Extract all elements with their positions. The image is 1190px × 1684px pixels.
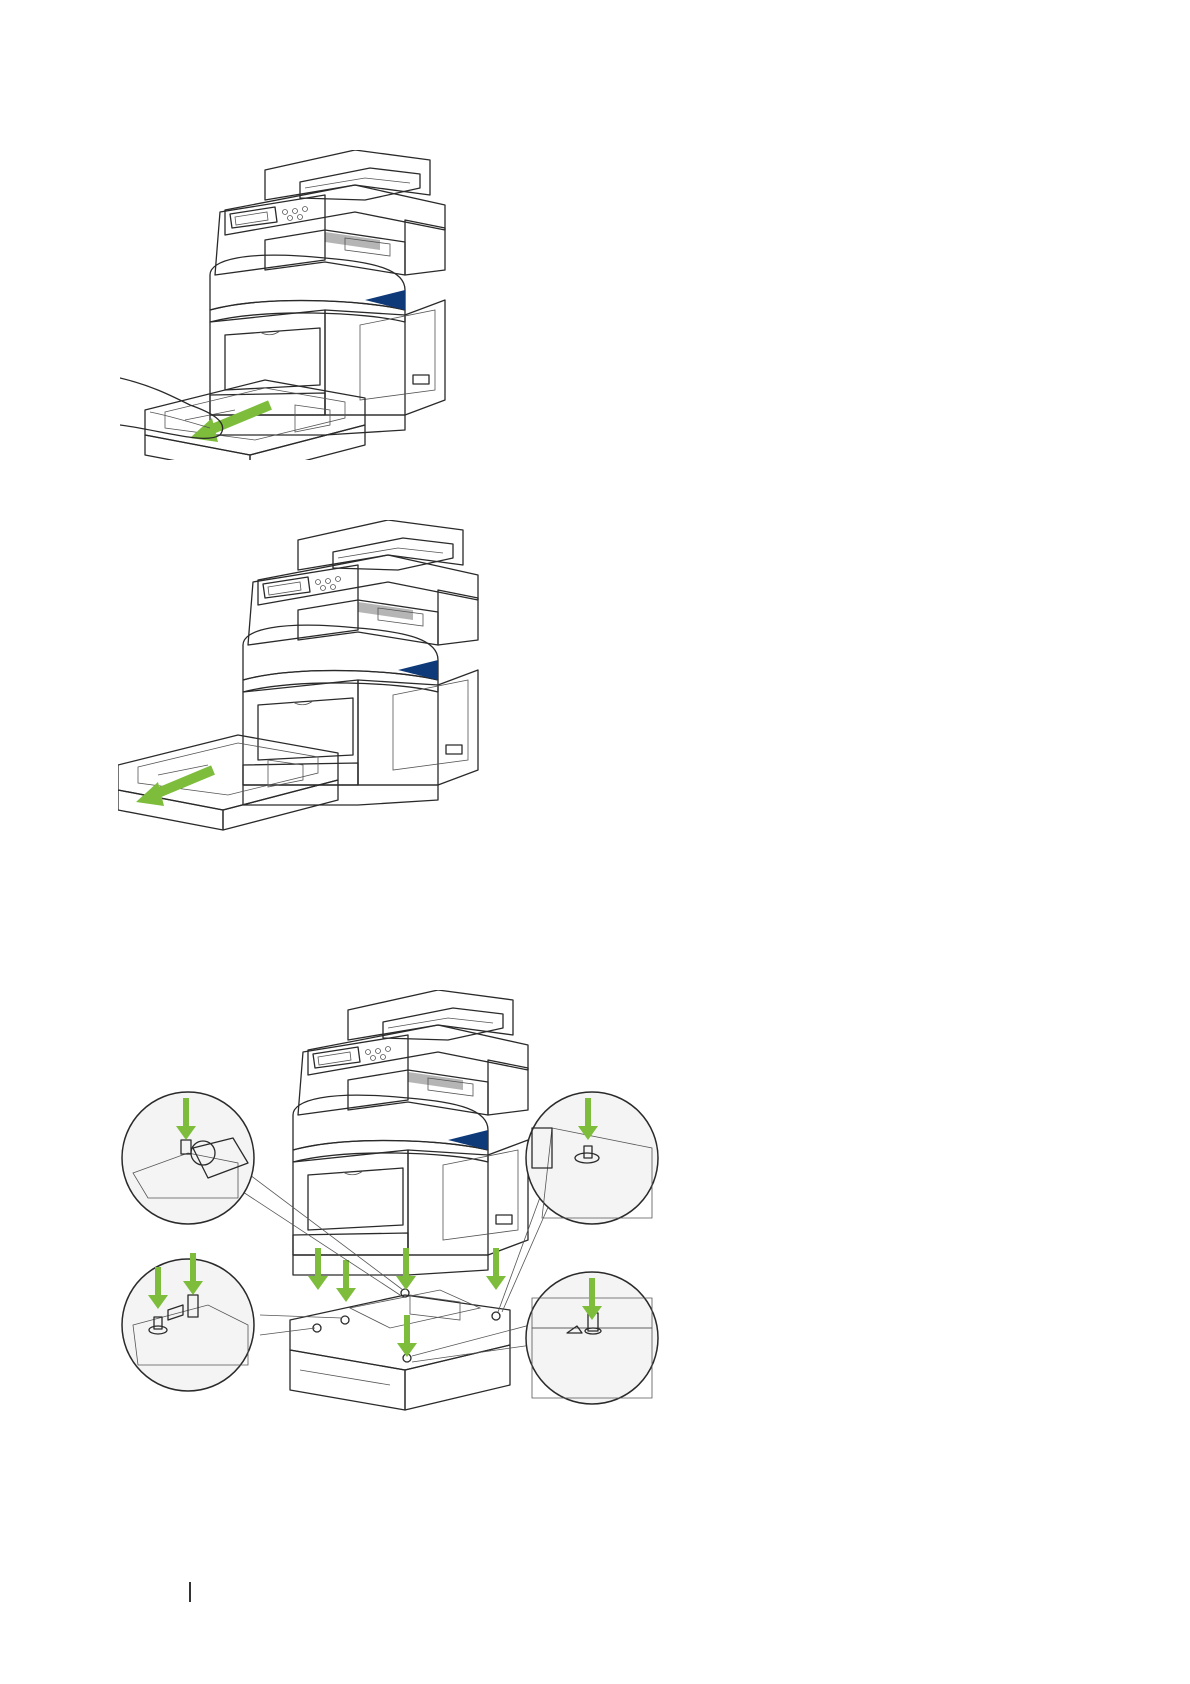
figure-remove-tray-step2 [118, 520, 498, 840]
paper-tray [145, 380, 365, 460]
detail-callout-rear-left [122, 1092, 254, 1224]
align-arrow-icon [397, 1315, 417, 1357]
printer-illustration [243, 520, 478, 805]
figure-remove-tray-step1 [120, 150, 480, 460]
align-arrow-icon [336, 1260, 356, 1302]
detail-callout-front-right [526, 1272, 658, 1404]
optional-feeder [290, 1289, 510, 1410]
figure-install-feeder [120, 990, 680, 1420]
detail-callout-rear-right [526, 1092, 658, 1224]
printer-illustration [210, 150, 445, 435]
paper-tray [118, 735, 338, 830]
printer-illustration [293, 990, 528, 1275]
align-arrow-icon [396, 1248, 416, 1290]
detail-callout-front-left [122, 1253, 254, 1391]
page-margin-rule [189, 1582, 191, 1602]
align-arrow-icon [308, 1248, 328, 1290]
